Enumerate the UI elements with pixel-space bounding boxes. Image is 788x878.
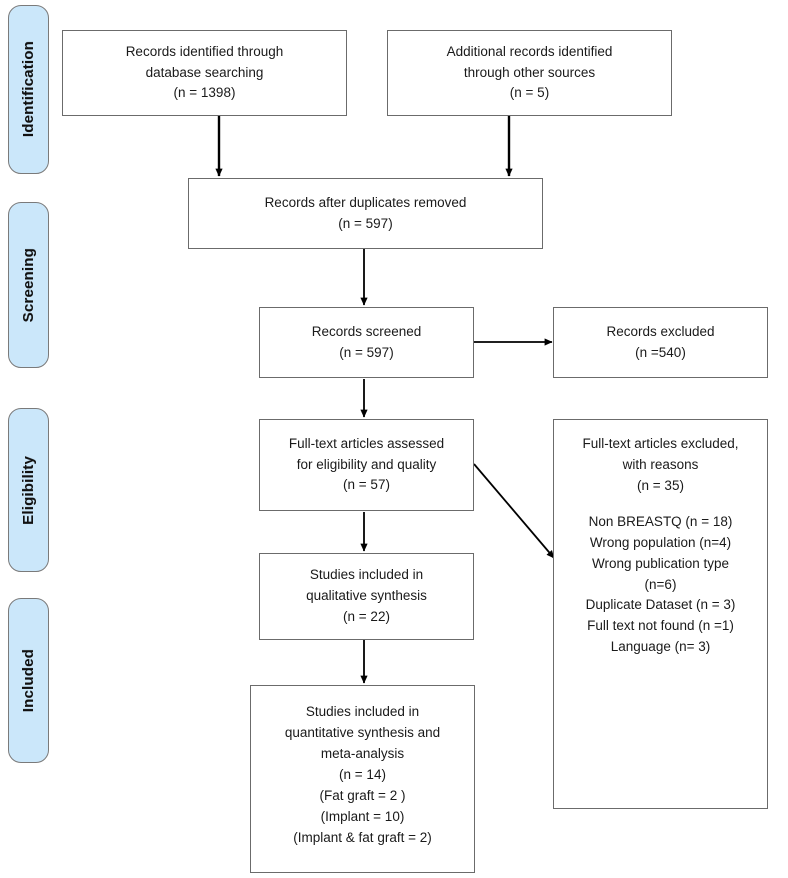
- box-additional-records-other-sources-line1: Additional records identified: [446, 43, 613, 59]
- box-quantitative-synthesis-count: (n = 14): [339, 766, 386, 782]
- phase-tab-eligibility-label: Eligibility: [20, 455, 37, 525]
- box-fulltext-excluded-reason-5: Duplicate Dataset (n = 3): [585, 597, 736, 613]
- box-fulltext-excluded-reason-6: Full text not found (n =1): [587, 618, 734, 634]
- box-qualitative-synthesis: Studies included in qualitative synthesi…: [259, 553, 474, 640]
- box-additional-records-other-sources: Additional records identified through ot…: [387, 30, 672, 116]
- box-records-identified-database-line2: database searching: [145, 64, 264, 80]
- box-fulltext-excluded-reason-4: (n=6): [644, 576, 677, 592]
- phase-tab-screening-label: Screening: [20, 247, 37, 323]
- box-fulltext-excluded-reason-1: Non BREASTQ (n = 18): [588, 513, 733, 529]
- arrow-fulltext-to-excluded: [473, 463, 555, 559]
- box-fulltext-assessed-count: (n = 57): [343, 477, 390, 493]
- box-fulltext-excluded: Full-text articles excluded, with reason…: [553, 419, 768, 809]
- box-quantitative-synthesis-implant-fat-graft: (Implant & fat graft = 2): [293, 829, 432, 845]
- phase-tab-identification-label: Identification: [20, 41, 37, 138]
- box-records-screened: Records screened (n = 597): [259, 307, 474, 378]
- box-fulltext-excluded-line2: with reasons: [622, 456, 699, 472]
- phase-tab-eligibility: Eligibility: [8, 408, 49, 572]
- box-records-screened-count: (n = 597): [339, 344, 394, 360]
- box-records-identified-database-count: (n = 1398): [173, 85, 236, 101]
- phase-tab-included-label: Included: [20, 648, 37, 713]
- phase-tab-screening: Screening: [8, 202, 49, 368]
- box-qualitative-synthesis-count: (n = 22): [343, 608, 390, 624]
- box-fulltext-excluded-reason-7: Language (n= 3): [610, 639, 711, 655]
- box-fulltext-excluded-reason-2: Wrong population (n=4): [589, 534, 732, 550]
- box-records-after-duplicates-removed-line1: Records after duplicates removed: [264, 194, 467, 210]
- phase-tab-included: Included: [8, 598, 49, 763]
- box-quantitative-synthesis-line2: quantitative synthesis and: [284, 724, 441, 740]
- phase-tab-identification: Identification: [8, 5, 49, 174]
- box-fulltext-excluded-line1: Full-text articles excluded,: [582, 436, 739, 451]
- box-records-identified-database-line1: Records identified through: [125, 43, 284, 59]
- box-records-excluded-line1: Records excluded: [606, 323, 715, 339]
- box-fulltext-excluded-count: (n = 35): [637, 477, 684, 493]
- box-additional-records-other-sources-line2: through other sources: [463, 64, 596, 80]
- box-quantitative-synthesis: Studies included in quantitative synthes…: [250, 685, 475, 873]
- box-records-identified-database: Records identified through database sear…: [62, 30, 347, 116]
- box-quantitative-synthesis-implant: (Implant = 10): [320, 808, 405, 824]
- box-records-excluded-count: (n =540): [635, 344, 686, 360]
- box-quantitative-synthesis-line1: Studies included in: [305, 704, 420, 719]
- box-records-screened-line1: Records screened: [311, 323, 422, 339]
- box-fulltext-assessed: Full-text articles assessed for eligibil…: [259, 419, 474, 511]
- box-fulltext-assessed-line2: for eligibility and quality: [296, 456, 437, 472]
- box-fulltext-excluded-reason-3: Wrong publication type: [591, 555, 730, 571]
- box-qualitative-synthesis-line2: qualitative synthesis: [306, 588, 427, 604]
- box-fulltext-excluded-spacer: [560, 497, 761, 512]
- box-records-after-duplicates-removed-count: (n = 597): [338, 215, 393, 231]
- box-fulltext-assessed-line1: Full-text articles assessed: [288, 435, 445, 451]
- box-qualitative-synthesis-line1: Studies included in: [309, 567, 424, 583]
- box-quantitative-synthesis-line3: meta-analysis: [320, 745, 405, 761]
- box-additional-records-other-sources-count: (n = 5): [509, 85, 550, 101]
- box-records-excluded: Records excluded (n =540): [553, 307, 768, 378]
- box-records-after-duplicates-removed: Records after duplicates removed (n = 59…: [188, 178, 543, 249]
- box-quantitative-synthesis-fat-graft: (Fat graft = 2 ): [319, 787, 406, 803]
